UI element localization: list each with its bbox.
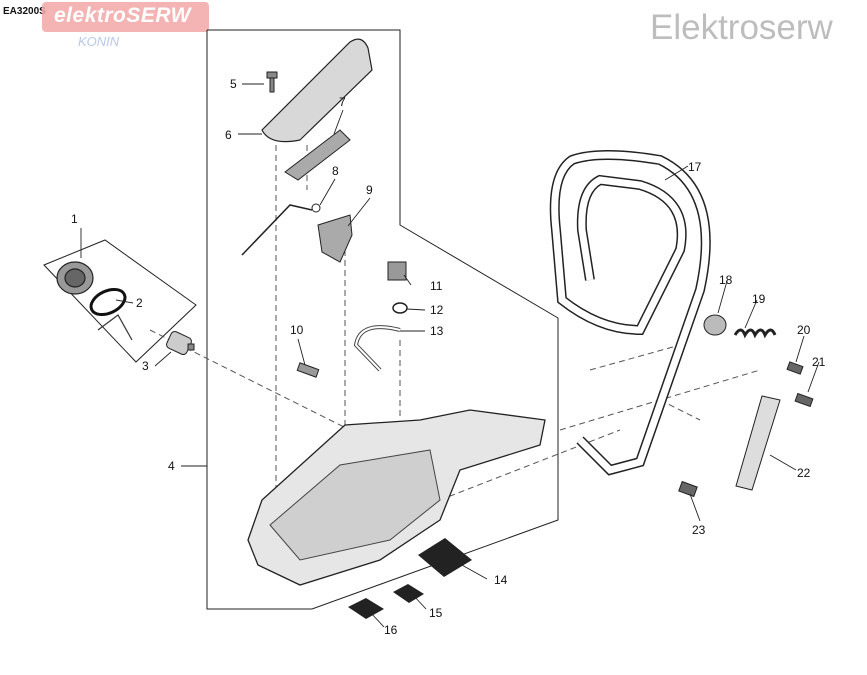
callout-19: 19 [752,292,766,306]
part-19-spring [733,328,777,339]
callout-9: 9 [366,183,373,197]
callout-20: 20 [797,323,811,337]
callout-13: 13 [430,324,444,338]
callout-11: 11 [430,279,443,293]
part-20-screw [786,361,804,375]
carb-cover-box [43,239,197,363]
part-5-screw [266,71,278,93]
callout-7: 7 [339,95,346,109]
part-2-oring [89,287,127,317]
brand-logo-subtext: KONIN [78,34,120,49]
callout-10: 10 [290,323,304,337]
brand-logo-badge [42,2,209,32]
callout-17: 17 [688,160,702,174]
part-8-spring [241,204,313,256]
callout-21: 21 [812,355,826,369]
part-18-cap [703,314,727,336]
callout-4: 4 [168,459,175,473]
part-11-switch [387,261,407,281]
part-3-bushing [166,331,195,355]
callout-16: 16 [384,623,398,637]
callout-2: 2 [136,296,143,310]
callout-5: 5 [230,77,237,91]
callout-1: 1 [71,212,78,226]
brand-logo-text: elektroSERW [54,4,191,27]
callout-12: 12 [430,303,444,317]
part-21-screw [794,392,814,408]
part-6-handle-cover [261,38,373,143]
callout-6: 6 [225,128,232,142]
watermark-text: Elektroserw [650,8,833,47]
part-22-strip [735,395,781,491]
part-16-label [348,598,384,619]
part-14-label [418,538,472,577]
group-bracket-outline [206,29,559,610]
callout-14: 14 [494,573,508,587]
callout-3: 3 [142,359,149,373]
part-9-lever [317,214,353,263]
part-10-insert [296,362,320,378]
part-23-screw [678,480,698,498]
part-2-clip [97,314,133,341]
callout-22: 22 [797,466,811,480]
callout-23: 23 [692,523,706,537]
part-12-washer [392,302,408,314]
part-7-trigger [284,129,351,181]
callout-8: 8 [332,164,339,178]
callout-18: 18 [719,273,733,287]
callout-15: 15 [429,606,443,620]
part-1-cover [56,261,94,295]
model-code: EA3200S [3,6,46,17]
